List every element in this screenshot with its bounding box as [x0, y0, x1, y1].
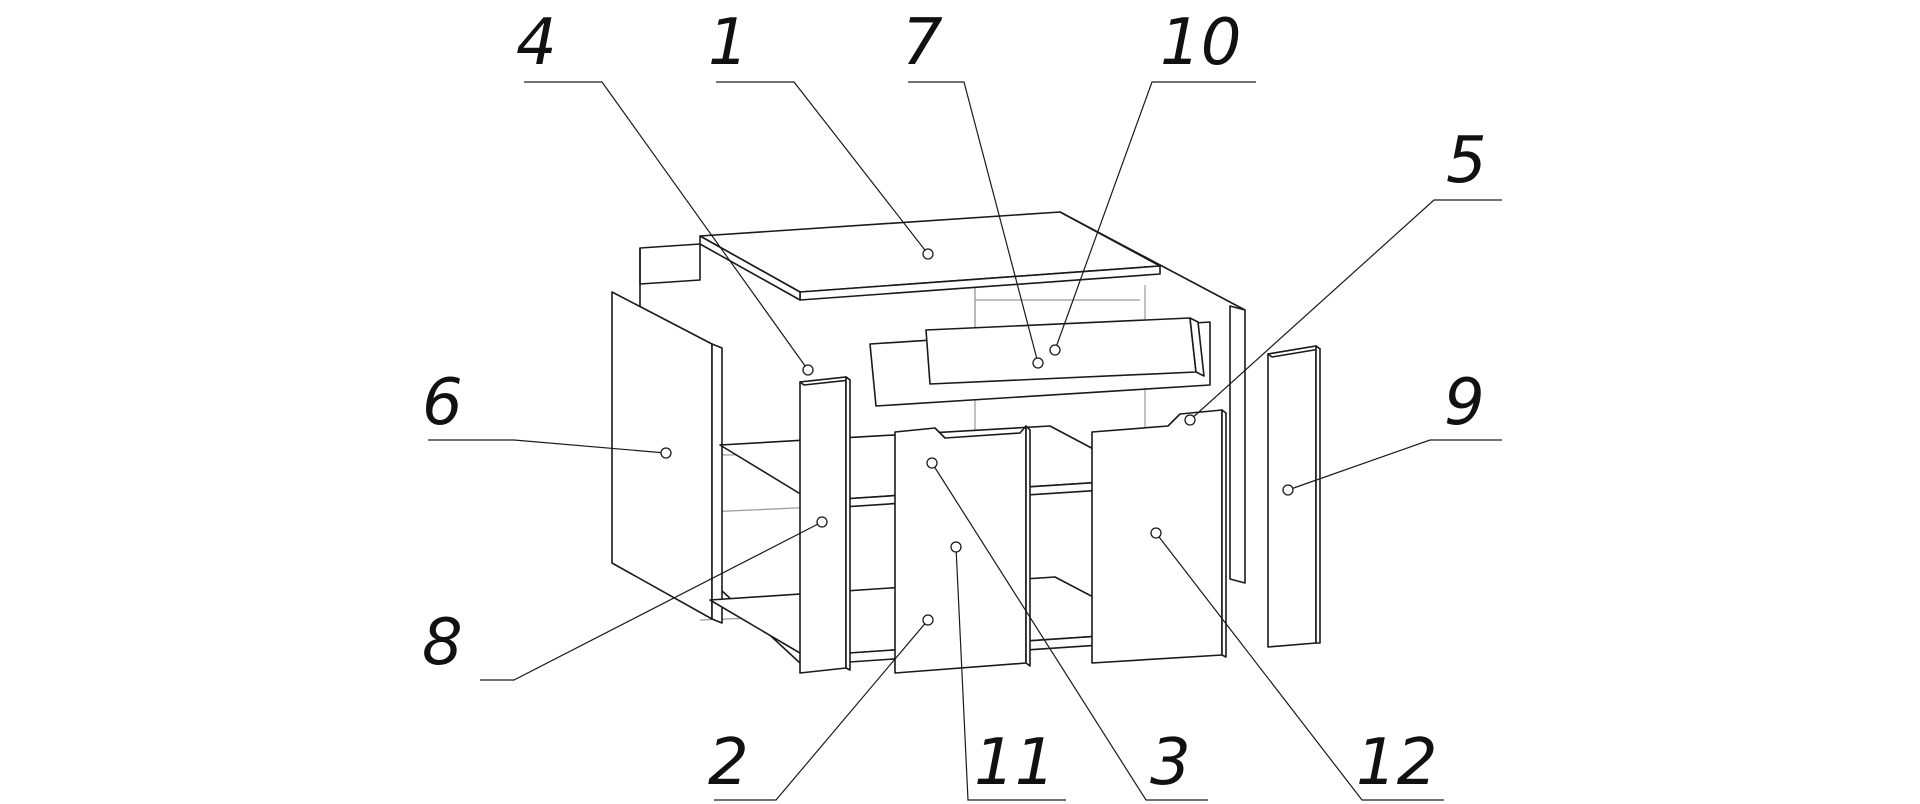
- leader-8: [480, 521, 823, 681]
- anchor-dot-2: [922, 614, 934, 626]
- anchor-dot-4: [802, 364, 814, 376]
- leader-1: [716, 81, 929, 255]
- anchor-dot-5: [1184, 414, 1196, 426]
- anchor-dot-8: [816, 516, 828, 528]
- leader-4: [524, 81, 809, 371]
- leader-5: [1189, 199, 1502, 421]
- part-label-8: 8: [422, 606, 463, 680]
- anchor-dots: [660, 248, 1294, 626]
- leader-2: [714, 619, 929, 801]
- right-stile: [1267, 345, 1321, 648]
- part-label-1: 1: [708, 6, 749, 80]
- part-label-5: 5: [1446, 124, 1487, 198]
- part-labels: 4 1 7 10 5 6 9 8 2 11 3 12: [422, 6, 1487, 800]
- part-label-10: 10: [1160, 6, 1241, 80]
- part-label-6: 6: [422, 366, 463, 440]
- part-label-2: 2: [708, 726, 749, 800]
- anchor-dot-12: [1150, 527, 1162, 539]
- leader-6: [428, 439, 667, 454]
- part-label-12: 12: [1356, 726, 1437, 800]
- anchor-dot-6: [660, 447, 672, 459]
- anchor-dot-7: [1032, 357, 1044, 369]
- part-label-7: 7: [902, 6, 943, 80]
- anchor-dot-9: [1282, 484, 1294, 496]
- anchor-dot-10: [1049, 344, 1061, 356]
- leader-10: [1054, 81, 1256, 351]
- part-label-9: 9: [1444, 366, 1485, 440]
- anchor-dot-1: [922, 248, 934, 260]
- anchor-dot-3: [926, 457, 938, 469]
- part-label-11: 11: [974, 726, 1055, 800]
- top-panel: [699, 211, 1161, 301]
- anchor-dot-11: [950, 541, 962, 553]
- leader-3: [931, 462, 1208, 801]
- leader-lines: [428, 81, 1502, 801]
- leader-11: [955, 546, 1066, 801]
- leader-12: [1155, 532, 1444, 801]
- part-label-3: 3: [1150, 726, 1191, 800]
- leader-7: [908, 81, 1039, 364]
- part-label-4: 4: [516, 6, 557, 80]
- leader-9: [1287, 439, 1502, 491]
